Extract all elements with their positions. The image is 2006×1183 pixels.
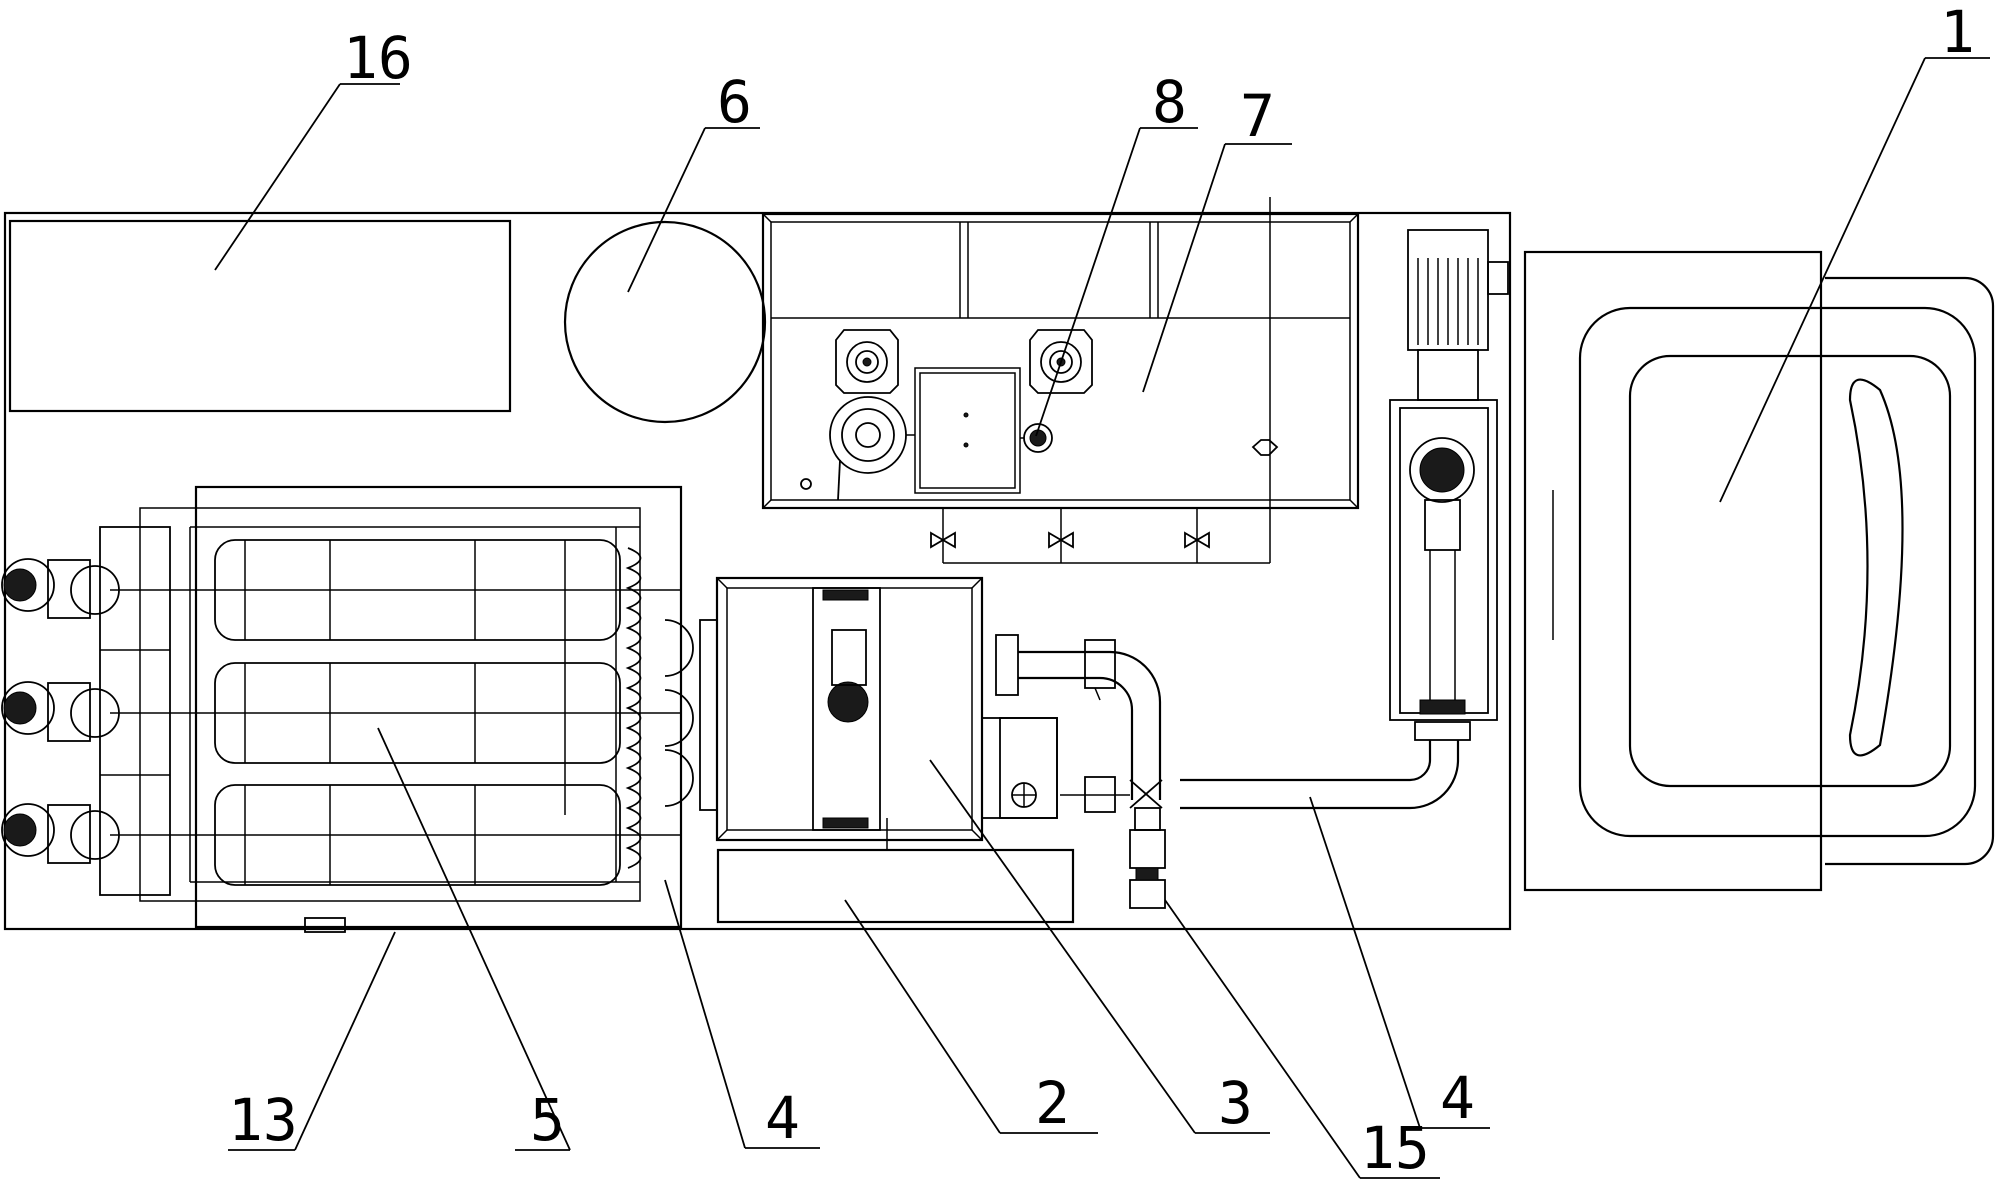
box-2	[716, 848, 1075, 924]
callout-16: 16	[214, 24, 413, 271]
callout-8-label: 8	[1152, 68, 1187, 136]
callout-4-left: 4	[664, 879, 820, 1152]
callout-2-label: 2	[1035, 1069, 1070, 1137]
callout-13: 13	[228, 931, 396, 1154]
left-pumps	[1, 526, 171, 896]
callout-7-label: 7	[1240, 82, 1275, 150]
valve-assembly-15	[995, 634, 1166, 909]
callout-15: 15	[1164, 899, 1440, 1182]
platform-outline	[3, 211, 1512, 931]
callout-3-label: 3	[1218, 1069, 1253, 1137]
callout-1-label: 1	[1940, 0, 1975, 66]
pipeline-4-right	[1180, 740, 1460, 810]
callout-13-label: 13	[228, 1086, 298, 1154]
callout-2: 2	[844, 899, 1098, 1137]
valve-line	[930, 197, 1271, 564]
callout-5-label: 5	[530, 1086, 565, 1154]
callout-6-label: 6	[717, 68, 752, 136]
callout-5: 5	[377, 727, 571, 1154]
callout-6: 6	[627, 68, 760, 293]
cabinet-16	[8, 219, 512, 413]
round-tank-6	[563, 220, 767, 424]
vessel-bank-5	[110, 485, 694, 933]
vertical-motor-pump	[1389, 229, 1509, 741]
callout-3: 3	[929, 759, 1270, 1137]
callout-1: 1	[1719, 0, 1990, 503]
callout-4-left-label: 4	[765, 1084, 800, 1152]
callout-8: 8	[1035, 68, 1198, 437]
callout-7: 7	[1142, 82, 1292, 393]
main-unit-3	[699, 576, 1058, 850]
callout-16-label: 16	[343, 24, 413, 92]
callout-4-right-label: 4	[1440, 1064, 1475, 1132]
truck-cab-1	[1523, 250, 1995, 892]
callout-4-right: 4	[1309, 796, 1490, 1132]
